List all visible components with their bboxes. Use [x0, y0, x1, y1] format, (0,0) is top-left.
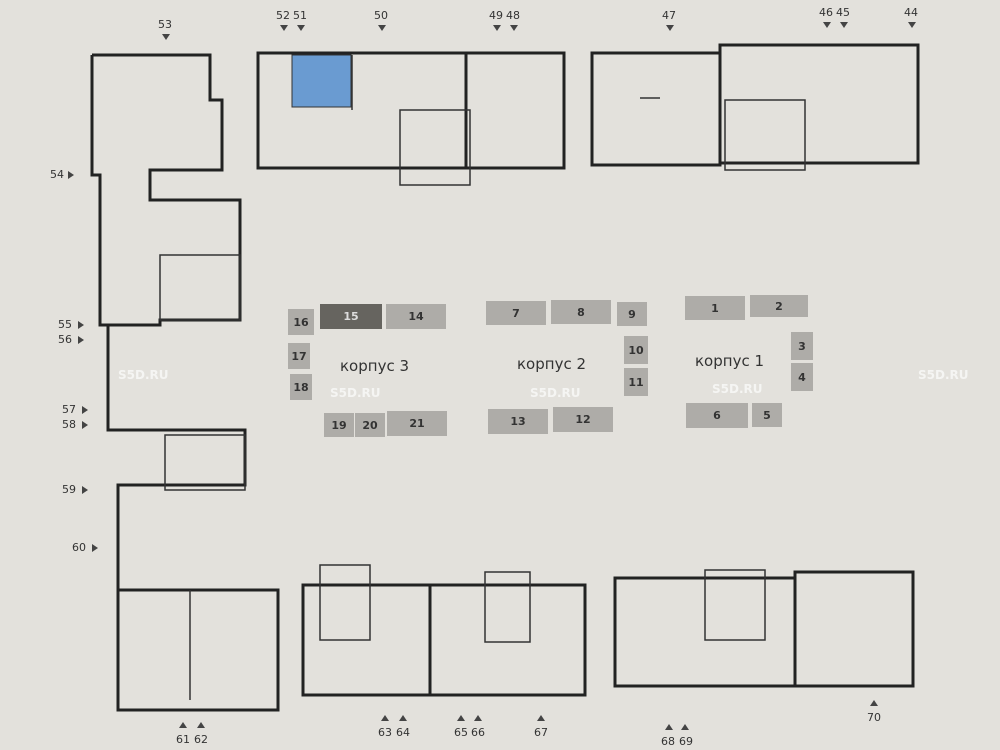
- section-1[interactable]: 1: [685, 296, 745, 320]
- section-11[interactable]: 11: [624, 368, 648, 396]
- section-12[interactable]: 12: [553, 407, 613, 432]
- entrance-label: 48: [506, 9, 520, 22]
- section-16[interactable]: 16: [288, 309, 314, 335]
- section-6[interactable]: 6: [686, 403, 748, 428]
- entrance-arrow-icon: [381, 715, 389, 721]
- section-17[interactable]: 17: [288, 343, 310, 369]
- watermark: S5D.RU: [530, 386, 581, 400]
- entrance-arrow-icon: [68, 171, 74, 179]
- entrance-arrow-icon: [681, 724, 689, 730]
- entrance-label: 67: [534, 726, 548, 739]
- entrance-arrow-icon: [378, 25, 386, 31]
- section-21[interactable]: 21: [387, 411, 447, 436]
- entrance-arrow-icon: [399, 715, 407, 721]
- highlighted-unit[interactable]: [291, 54, 352, 108]
- entrance-label: 65: [454, 726, 468, 739]
- entrance-label: 70: [867, 711, 881, 724]
- entrance-arrow-icon: [510, 25, 518, 31]
- entrance-label: 60: [72, 541, 86, 554]
- entrance-arrow-icon: [92, 544, 98, 552]
- entrance-label: 53: [158, 18, 172, 31]
- section-19[interactable]: 19: [324, 413, 354, 437]
- watermark: S5D.RU: [918, 368, 969, 382]
- entrance-arrow-icon: [82, 421, 88, 429]
- entrance-label: 68: [661, 735, 675, 748]
- entrance-label: 59: [62, 483, 76, 496]
- entrance-arrow-icon: [297, 25, 305, 31]
- bottom-block-4: [793, 570, 915, 688]
- entrance-arrow-icon: [457, 715, 465, 721]
- entrance-label: 46: [819, 6, 833, 19]
- section-7[interactable]: 7: [486, 301, 546, 325]
- entrance-label: 58: [62, 418, 76, 431]
- bottom-block-2: [428, 583, 587, 697]
- top-block-2: [464, 51, 566, 170]
- entrance-arrow-icon: [493, 25, 501, 31]
- entrance-arrow-icon: [474, 715, 482, 721]
- entrance-label: 47: [662, 9, 676, 22]
- section-3[interactable]: 3: [791, 332, 813, 360]
- entrance-label: 57: [62, 403, 76, 416]
- section-20[interactable]: 20: [355, 413, 385, 437]
- entrance-arrow-icon: [823, 22, 831, 28]
- watermark: S5D.RU: [118, 368, 169, 382]
- section-15[interactable]: 15: [320, 304, 382, 329]
- entrance-arrow-icon: [840, 22, 848, 28]
- section-13[interactable]: 13: [488, 409, 548, 434]
- entrance-arrow-icon: [666, 25, 674, 31]
- entrance-label: 69: [679, 735, 693, 748]
- entrance-arrow-icon: [537, 715, 545, 721]
- entrance-arrow-icon: [197, 722, 205, 728]
- entrance-arrow-icon: [82, 486, 88, 494]
- section-8[interactable]: 8: [551, 300, 611, 324]
- watermark: S5D.RU: [712, 382, 763, 396]
- building-label: корпус 1: [695, 352, 765, 370]
- building-label: корпус 3: [340, 357, 410, 375]
- entrance-arrow-icon: [665, 724, 673, 730]
- left-wing-outline: [92, 53, 280, 712]
- building-label: корпус 2: [517, 355, 587, 373]
- entrance-label: 52: [276, 9, 290, 22]
- entrance-label: 45: [836, 6, 850, 19]
- entrance-arrow-icon: [870, 700, 878, 706]
- entrance-arrow-icon: [179, 722, 187, 728]
- entrance-label: 66: [471, 726, 485, 739]
- entrance-arrow-icon: [82, 406, 88, 414]
- entrance-arrow-icon: [78, 321, 84, 329]
- entrance-label: 61: [176, 733, 190, 746]
- entrance-arrow-icon: [908, 22, 916, 28]
- entrance-label: 49: [489, 9, 503, 22]
- section-14[interactable]: 14: [386, 304, 446, 329]
- entrance-arrow-icon: [162, 34, 170, 40]
- section-2[interactable]: 2: [750, 295, 808, 317]
- section-18[interactable]: 18: [290, 374, 312, 400]
- section-4[interactable]: 4: [791, 363, 813, 391]
- top-block-3: [590, 51, 722, 167]
- entrance-label: 62: [194, 733, 208, 746]
- entrance-label: 54: [50, 168, 64, 181]
- section-5[interactable]: 5: [752, 403, 782, 427]
- entrance-label: 44: [904, 6, 918, 19]
- entrance-label: 55: [58, 318, 72, 331]
- entrance-label: 63: [378, 726, 392, 739]
- entrance-label: 50: [374, 9, 388, 22]
- watermark: S5D.RU: [330, 386, 381, 400]
- section-9[interactable]: 9: [617, 302, 647, 326]
- section-10[interactable]: 10: [624, 336, 648, 364]
- top-block-4: [718, 43, 920, 165]
- entrance-label: 64: [396, 726, 410, 739]
- entrance-label: 56: [58, 333, 72, 346]
- entrance-label: 51: [293, 9, 307, 22]
- entrance-arrow-icon: [280, 25, 288, 31]
- entrance-arrow-icon: [78, 336, 84, 344]
